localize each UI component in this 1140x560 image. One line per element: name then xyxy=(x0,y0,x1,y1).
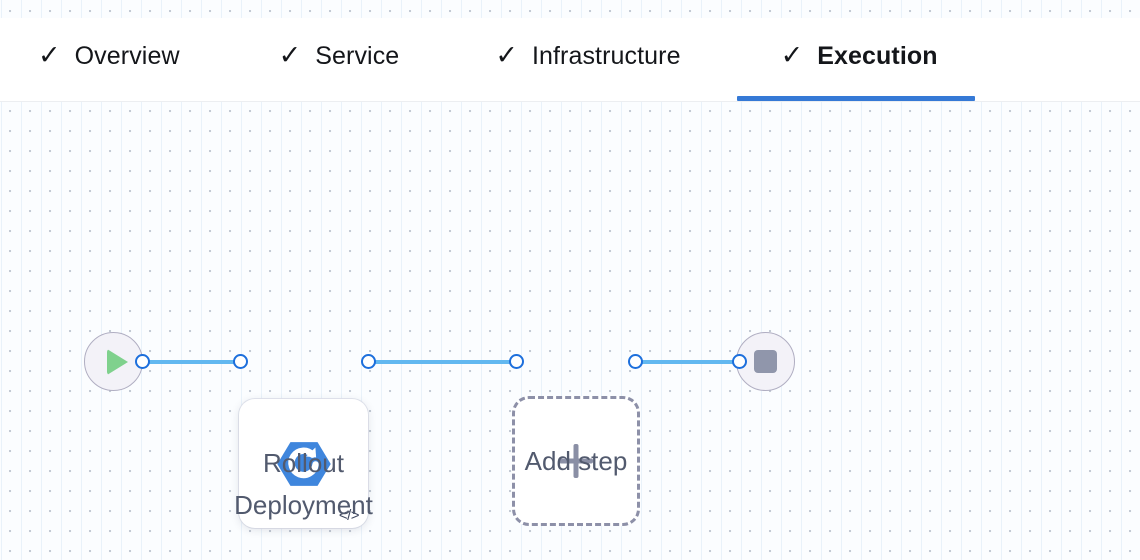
handle-start-output[interactable] xyxy=(135,354,150,369)
edge-rollout-to-add-step[interactable] xyxy=(368,360,517,364)
tab-execution[interactable]: ✓ Execution xyxy=(736,18,975,101)
code-icon: </> xyxy=(338,507,360,524)
plus-icon-vertical xyxy=(573,444,579,478)
tab-infrastructure[interactable]: ✓ Infrastructure xyxy=(495,18,680,101)
tab-infrastructure-label: Infrastructure xyxy=(531,42,681,70)
tab-infrastructure-underline xyxy=(495,96,680,101)
tab-execution-underline xyxy=(736,96,975,101)
rollout-deployment-icon xyxy=(276,441,331,486)
step-node-rollout-deployment[interactable]: </> xyxy=(239,399,368,528)
edge-start-to-rollout[interactable] xyxy=(142,360,242,364)
tab-overview-label: Overview xyxy=(74,42,180,70)
play-icon xyxy=(106,348,128,375)
handle-rollout-output[interactable] xyxy=(361,354,376,369)
tab-service-label: Service xyxy=(315,42,400,70)
tab-execution-label: Execution xyxy=(817,42,938,70)
handle-add-step-input[interactable] xyxy=(509,354,524,369)
add-step-label: Add step xyxy=(524,446,628,476)
check-icon: ✓ xyxy=(780,40,804,70)
tab-overview-underline xyxy=(38,96,180,101)
tab-service[interactable]: ✓ Service xyxy=(279,18,400,101)
check-icon: ✓ xyxy=(38,40,61,70)
check-icon: ✓ xyxy=(278,40,302,70)
tab-service-underline xyxy=(279,96,400,101)
wizard-tabs: ✓ Overview ✓ Service ✓ Infrastructure ✓ … xyxy=(0,18,1140,101)
step-node-rollout-deployment-label: Rollout Deployment xyxy=(234,448,373,520)
edge-add-step-to-end[interactable] xyxy=(635,360,740,364)
wizard-tabbar: ✓ Overview ✓ Service ✓ Infrastructure ✓ … xyxy=(0,18,1140,101)
add-step-node[interactable] xyxy=(512,396,640,526)
stop-icon xyxy=(754,350,777,373)
handle-end-input[interactable] xyxy=(732,354,747,369)
check-icon: ✓ xyxy=(495,40,518,70)
flow-start-node[interactable] xyxy=(84,332,143,391)
tab-overview[interactable]: ✓ Overview xyxy=(38,18,180,101)
execution-flow-graph: </> Rollout Deployment Add step xyxy=(0,101,1140,560)
handle-add-step-output[interactable] xyxy=(628,354,643,369)
handle-rollout-input[interactable] xyxy=(233,354,248,369)
